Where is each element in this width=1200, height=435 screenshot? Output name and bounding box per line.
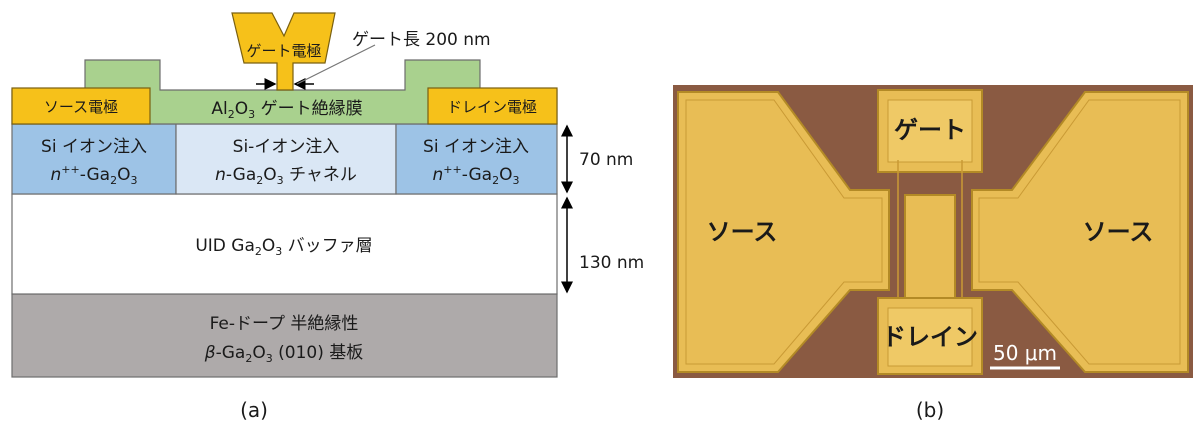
drain-electrode	[427, 87, 558, 125]
buffer-layer	[11, 193, 558, 295]
substrate-label-line1: Fe-ドープ 半絶縁性	[210, 314, 359, 334]
gate-length-label: ゲート長 200 nm	[352, 30, 491, 50]
dielectric-label: Al2O3 ゲート絶縁膜	[211, 99, 362, 121]
right-source-pad-edge	[978, 99, 1181, 365]
drain-label: ドレイン	[882, 323, 978, 351]
gate-electrode	[231, 12, 336, 91]
right-implant-label-line1: Si イオン注入	[423, 137, 529, 157]
right-source-pad	[971, 91, 1189, 373]
buffer-label: UID Ga2O3 バッファ層	[195, 236, 372, 258]
left-source-pad	[677, 91, 890, 373]
left-implant-label-line1: Si イオン注入	[41, 137, 147, 157]
gate-length-leader	[296, 44, 376, 85]
thickness-top-label: 70 nm	[579, 150, 633, 170]
source-right-label: ソース	[1083, 218, 1154, 246]
left-implant-region	[11, 123, 177, 195]
left-source-pad-edge	[685, 99, 883, 365]
right-implant-region	[395, 123, 558, 195]
scale-bar-label: 50 μm	[993, 341, 1057, 365]
source-electrode	[11, 87, 151, 125]
channel-label-line1: Si-イオン注入	[233, 137, 340, 157]
channel-label-line2: n-Ga2O3 チャネル	[215, 165, 357, 187]
drain-pad-inner	[887, 307, 973, 367]
gate-electrode-label: ゲート電極	[246, 42, 321, 60]
thickness-bottom-label: 130 nm	[579, 253, 644, 273]
panel-a-cross-section: ゲート電極 ゲート長 200 nm ソース電極 ドレイン電極 Al2O3 ゲート…	[11, 12, 644, 422]
drain-stem	[904, 194, 956, 306]
substrate-label-line2: β-Ga2O3 (010) 基板	[204, 343, 364, 365]
drain-electrode-label: ドレイン電極	[447, 98, 537, 116]
panel-a-caption: (a)	[240, 398, 268, 422]
gate-pad-inner	[887, 99, 973, 163]
left-implant-label-line2: n++-Ga2O3	[51, 163, 138, 187]
right-implant-label-line2: n++-Ga2O3	[433, 163, 520, 187]
source-left-label: ソース	[707, 218, 778, 246]
panel-b-micrograph: ゲート ドレイン ソース ソース 50 μm (b)	[673, 85, 1193, 422]
gate-label: ゲート	[894, 116, 966, 144]
source-electrode-label: ソース電極	[44, 98, 118, 116]
substrate-layer	[11, 293, 558, 378]
panel-b-caption: (b)	[916, 398, 944, 422]
